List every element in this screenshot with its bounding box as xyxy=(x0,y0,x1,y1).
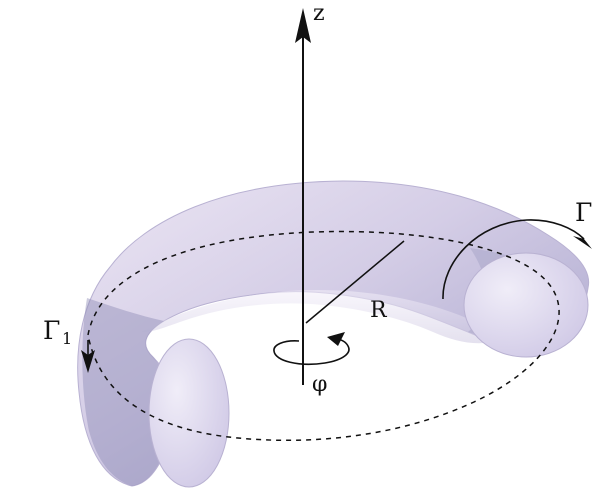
dashed-core-circle xyxy=(87,230,560,442)
azimuth-rotation-arrow xyxy=(273,337,350,366)
right-cross-section-cap xyxy=(463,252,589,358)
gamma-label: Γ xyxy=(575,198,592,227)
gamma1-subscript: 1 xyxy=(62,329,72,348)
left-shade xyxy=(82,298,171,486)
radius-label: R xyxy=(370,298,388,323)
gamma1-symbol: Γ xyxy=(43,316,60,345)
azimuth-label: φ xyxy=(312,372,327,397)
left-cross-section-cap xyxy=(148,338,230,488)
z-axis-arrowhead xyxy=(295,8,311,43)
right-circulation-arrow xyxy=(442,219,585,300)
radius-line xyxy=(305,240,405,324)
azimuth-arrowhead xyxy=(327,332,345,346)
left-gamma1-arrowhead xyxy=(81,350,95,373)
z-axis-label: z xyxy=(313,1,325,26)
torus-inner-surface xyxy=(141,289,504,344)
right-circulation-arrowhead xyxy=(573,236,592,249)
